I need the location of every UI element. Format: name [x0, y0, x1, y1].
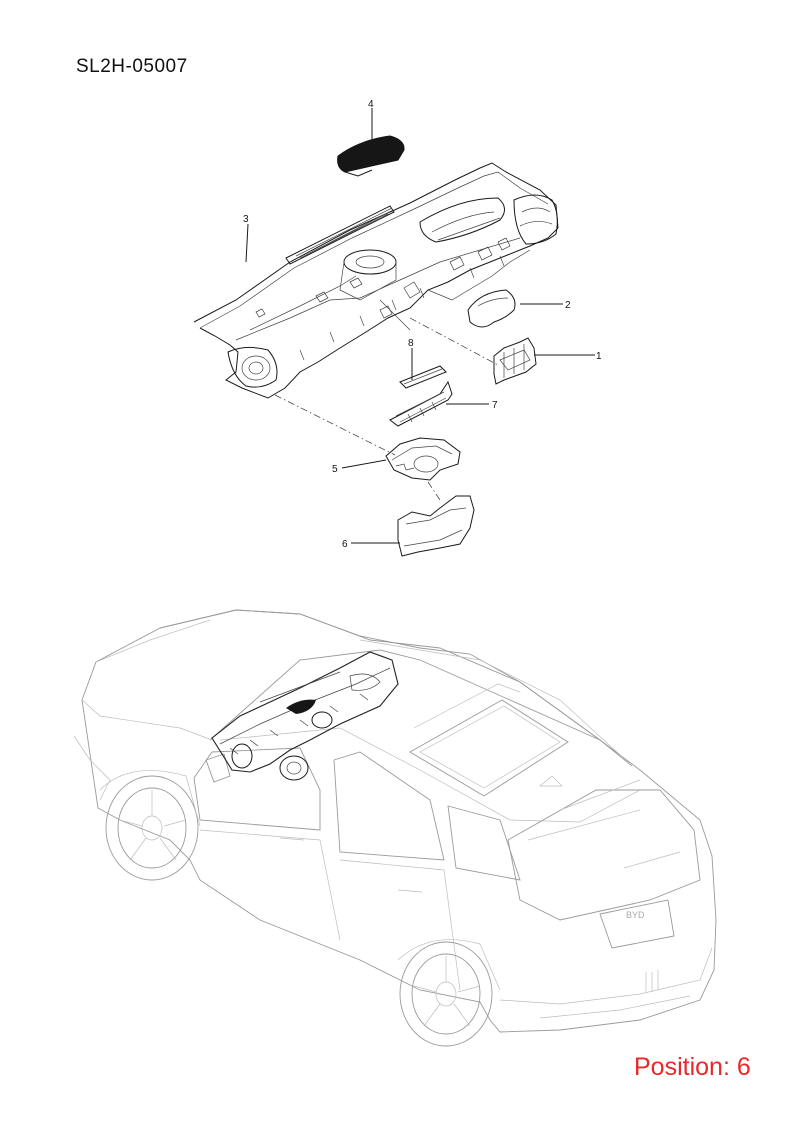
leader-line-5	[341, 459, 387, 469]
position-label: Position: 6	[634, 1053, 751, 1081]
callout-3: 3	[243, 214, 249, 225]
callout-1: 1	[596, 351, 602, 362]
callout-4: 4	[368, 99, 374, 110]
vehicle-panel-highlight	[211, 651, 399, 781]
part-2-trim-cover[interactable]	[467, 289, 516, 328]
part-7-bar-bracket[interactable]	[389, 380, 453, 427]
part-4-cover[interactable]	[337, 135, 405, 177]
callout-2: 2	[565, 300, 571, 311]
part-1-bracket[interactable]	[493, 337, 537, 385]
callout-6: 6	[342, 539, 348, 550]
assembly-line-6	[427, 481, 441, 501]
vehicle-location-illustration: BYD	[73, 609, 717, 1047]
part-8-strip[interactable]	[399, 365, 447, 389]
assembly-line-5	[274, 394, 396, 456]
part-3-instrument-panel[interactable]	[193, 162, 559, 399]
part-5-column-shroud-upper[interactable]	[385, 437, 461, 481]
svg-text:BYD: BYD	[626, 910, 645, 920]
callout-8: 8	[408, 338, 414, 349]
assembly-line-1	[409, 317, 499, 366]
part-6-column-shroud-lower[interactable]	[397, 495, 475, 557]
callout-5: 5	[332, 464, 338, 475]
leader-line-3	[245, 223, 249, 263]
callout-7: 7	[492, 400, 498, 411]
part-code-label: SL2H-05007	[76, 56, 188, 77]
